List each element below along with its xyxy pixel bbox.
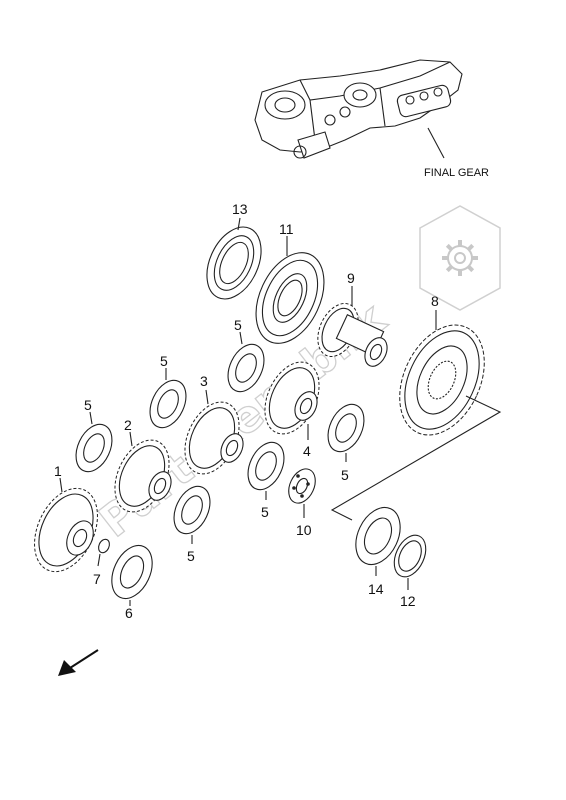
part-5-bearing-b [149,379,187,429]
label-5-d: 5 [341,467,349,483]
label-4: 4 [303,443,311,459]
watermark-gear-icon [419,205,501,311]
part-6-bearing [111,544,153,600]
label-14: 14 [368,581,384,597]
part-12-seal [393,534,427,578]
part-4-gear [264,361,320,435]
label-9: 9 [347,270,355,286]
final-gear-leader [427,127,445,159]
label-7: 7 [93,571,101,587]
label-5-c: 5 [84,397,92,413]
part-5-bearing-d [327,403,365,453]
label-1: 1 [54,463,62,479]
front-direction-arrow-icon [58,649,99,676]
part-5-bearing-a [227,343,265,393]
part-14-bearing [355,506,401,566]
label-2: 2 [124,417,132,433]
part-9-shaft-gear [317,303,388,367]
part-3-gear [184,401,244,475]
part-2-gear [114,439,172,513]
part-13-oil-seal [206,226,262,300]
part-1-gear [34,487,98,573]
final-gear-housing [254,59,463,159]
part-7-circlip [98,538,110,554]
label-8: 8 [431,293,439,309]
label-10: 10 [296,522,312,538]
label-12: 12 [400,593,416,609]
label-5-e: 5 [261,504,269,520]
part-8-large-gear [399,324,485,436]
part-5-bearing-f [173,485,211,535]
label-5-b: 5 [160,353,168,369]
label-3: 3 [200,373,208,389]
label-6: 6 [125,605,133,621]
final-gear-callout: FINAL GEAR [424,167,489,179]
label-5-a: 5 [234,317,242,333]
label-11: 11 [279,221,294,237]
part-10-plate [288,468,316,504]
part-5-bearing-c [75,423,113,473]
part-5-bearing-e [247,441,285,491]
label-13: 13 [232,201,248,217]
part-11-bearing [255,252,325,344]
label-5-f: 5 [187,548,195,564]
assembly-leader [330,395,502,521]
